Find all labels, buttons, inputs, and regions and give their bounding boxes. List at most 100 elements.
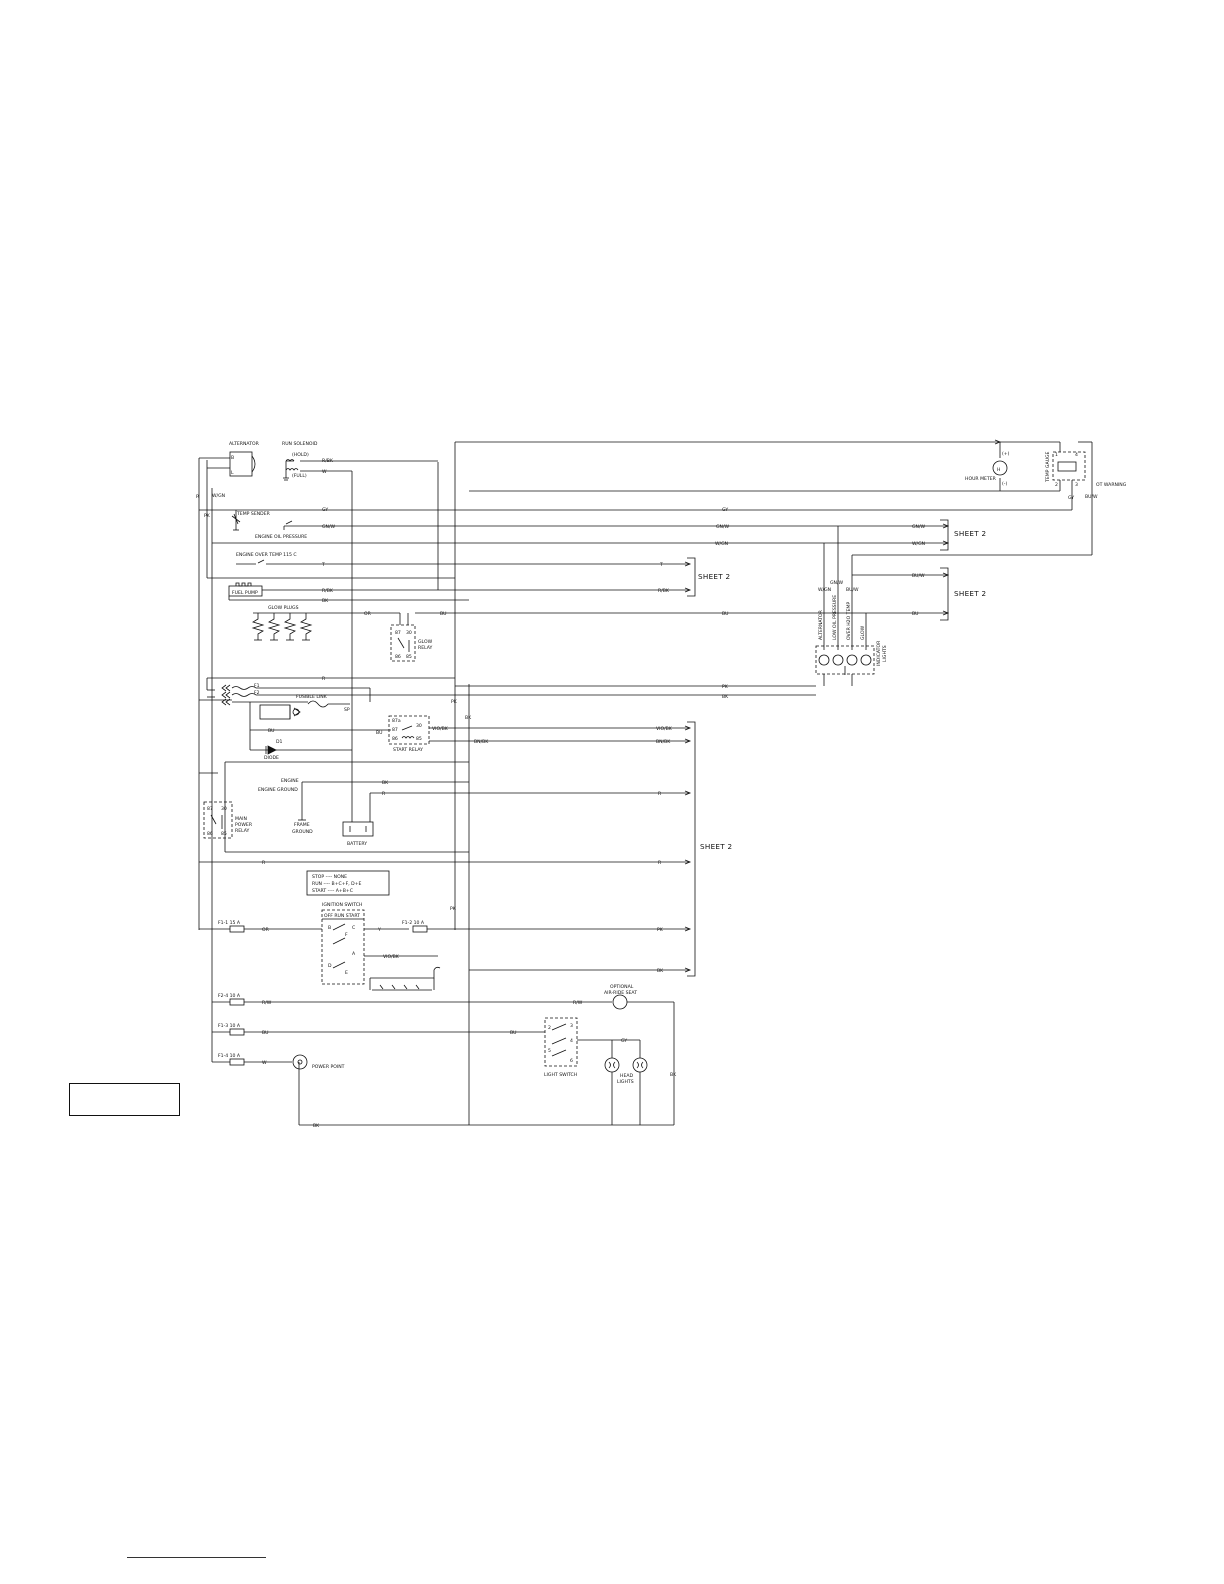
hour-meter: H (+) (-) HOUR METER	[965, 451, 1010, 487]
temp-sender-label: TEMP SENDER	[236, 511, 271, 517]
fusible-link-label: FUSIBLE LINK	[296, 694, 328, 700]
hour-meter-symbol: H	[997, 467, 1000, 473]
wire-label-gn-w-ind: GN/W	[830, 580, 844, 586]
svg-text:86: 86	[207, 831, 213, 837]
svg-text:6: 6	[570, 1058, 573, 1064]
wire-label-pk-left: PK	[204, 513, 211, 519]
engine-over-temp-label: ENGINE OVER TEMP 115 C	[236, 552, 297, 558]
ign-term-b: B	[328, 925, 331, 931]
sheet-2-references: SHEET 2 SHEET 2 SHEET 2 SHEET 2	[687, 519, 986, 977]
sheet-2-label-3: SHEET 2	[698, 572, 730, 581]
head-lights-2: LIGHTS	[617, 1079, 634, 1085]
wire-label-or-ign: OR	[262, 927, 270, 933]
svg-text:30: 30	[406, 630, 412, 636]
glow-relay: 87 30 86 85 GLOW RELAY BU BU BU	[390, 611, 948, 662]
wire-label-vio-bk-right: VIO/BK	[656, 726, 673, 732]
engine-oil-pressure-label: ENGINE OIL PRESSURE	[255, 534, 307, 540]
wire-label-bu-start2: BU	[376, 730, 383, 736]
wire-label-bu-w-ind: BU/W	[846, 587, 859, 593]
wire-label-bn-bk-right: BN/BK	[656, 739, 671, 745]
start-relay-87a: 87a	[392, 718, 401, 724]
light-switch: F1-3 10 A BU BU 2 5 3 4 6 LIGHT SWITCH G…	[212, 1017, 648, 1125]
wire-label-vio-bk-left: VIO/BK	[432, 726, 449, 732]
svg-text:1: 1	[1055, 452, 1058, 458]
fuse-label-f1: F1	[254, 683, 260, 689]
glow-plugs: GLOW PLUGS OR	[251, 605, 400, 641]
wire-label-bu-light-left: BU	[262, 1030, 269, 1036]
battery-label: BATTERY	[347, 841, 367, 847]
wire-label-bu-w-top: BU/W	[1085, 494, 1098, 500]
wire-label-bu-light-right: BU	[510, 1030, 517, 1036]
sheet-2-label-2: SHEET 2	[954, 589, 986, 598]
wire-label-r-bk-hold: R/BK	[322, 458, 334, 464]
fuel-pump-label: FUEL PUMP	[232, 590, 258, 596]
run-solenoid-full: (FULL)	[292, 473, 307, 479]
wire-label-w-power: W	[262, 1060, 267, 1066]
air-ride-seat: F2-4 10 A R/W R/W OPTIONAL AIR-RIDE SEAT	[212, 984, 674, 1010]
wire-label-y: Y	[377, 927, 381, 933]
engine-label: ENGINE	[281, 778, 299, 784]
wire-label-r-relay: R	[262, 860, 266, 866]
wire-label-bu-start: BU	[268, 728, 275, 734]
svg-text:85: 85	[406, 654, 412, 660]
wire-label-t-right: T	[659, 562, 663, 568]
wire-label-or-glow: OR	[364, 611, 372, 617]
state-stop: STOP ---- NONE	[312, 874, 347, 880]
indicator-label-1: INDICATOR	[876, 640, 882, 666]
wire-label-bu-glow: BU	[440, 611, 447, 617]
wire-label-bu-right: BU	[912, 611, 919, 617]
sheet-2-label-4: SHEET 2	[700, 842, 732, 851]
wire-label-bu-w-right: BU/W	[912, 573, 925, 579]
diode-d1: D1	[276, 739, 283, 745]
sheet-2-label-1: SHEET 2	[954, 529, 986, 538]
ign-term-a: A	[352, 951, 356, 957]
wire-label-r-relay-right: R	[658, 860, 662, 866]
svg-text:2: 2	[1055, 482, 1058, 488]
wire-label-w-gn-left: W/GN	[212, 493, 225, 499]
wire-label-w-gn-right: W/GN	[912, 541, 925, 547]
wire-label-bk-right-vert: BK	[670, 1072, 677, 1078]
wire-label-r-battery: R	[382, 791, 386, 797]
ignition-switch-label: IGNITION SWITCH	[322, 902, 362, 908]
starter-section: R F1 F2 PK BK FUSIBLE LINK SP BU BU	[199, 676, 816, 750]
wire-label-gy-gauge: GY	[1068, 495, 1074, 501]
temp-gauge-label: TEMP GAUGE	[1045, 451, 1051, 483]
start-relay-30: 30	[416, 723, 422, 729]
glow-relay-label-2: RELAY	[418, 645, 433, 651]
sensors: GY GY TEMP SENDER ENGINE OIL PRESSURE GN…	[199, 507, 1072, 604]
top-wiring	[455, 441, 1093, 650]
wire-label-gy-left: GY	[322, 507, 328, 513]
diode: D1 DIODE	[250, 732, 353, 822]
fuse-label-f2: F2	[254, 690, 260, 696]
wire-label-pk-ign-right: PK	[657, 927, 664, 933]
start-relay-86: 86	[392, 736, 398, 742]
power-point-label: POWER POINT	[312, 1064, 345, 1070]
ign-term-e: E	[345, 970, 348, 976]
glow-relay-label-1: GLOW	[418, 639, 433, 645]
wire-label-w-gn-mid: W/GN	[715, 541, 728, 547]
svg-text:3: 3	[1075, 482, 1078, 488]
temp-gauge: 1 4 2 3 TEMP GAUGE OT WARNING BU/W GY	[1045, 451, 1127, 501]
ot-warning-label: OT WARNING	[1096, 482, 1127, 488]
start-relay: 87a 87 30 86 85 START RELAY VIO/BK VIO/B…	[388, 715, 690, 753]
wire-label-bk-ign-right: BK	[657, 968, 664, 974]
head-lights-1: HEAD	[620, 1073, 633, 1079]
fuse-row: F1-1 15 A OR F1-2 10 A PK PK PK BK BK	[199, 699, 690, 991]
engine-battery: ENGINE ENGINE GROUND FRAME GROUND BK R R…	[224, 761, 690, 853]
wire-label-r-bk-fuel: R/BK	[322, 588, 334, 594]
svg-text:2: 2	[548, 1025, 551, 1031]
indicator-lights: BU/W GN/W W/GN BU/W ALTERNATOR LOW OIL P…	[815, 526, 948, 686]
light-switch-label: LIGHT SWITCH	[544, 1072, 577, 1078]
run-solenoid: RUN SOLENOID (HOLD) (FULL) R/BK W	[282, 441, 438, 481]
frame-ground-1: FRAME	[294, 822, 310, 828]
indicator-label-2: LIGHTS	[882, 645, 888, 662]
hour-meter-plus: (+)	[1002, 451, 1010, 457]
fuse-f1-2: F1-2 10 A	[402, 920, 425, 926]
wire-label-pk-vert-top: PK	[451, 699, 458, 705]
optional-label-1: OPTIONAL	[610, 984, 634, 990]
empty-title-box	[69, 1083, 180, 1116]
power-bus-verticals	[198, 442, 675, 1125]
switch-state-table: STOP ---- NONE RUN ---- B+C+F, D+E START…	[306, 870, 390, 896]
svg-text:L: L	[231, 470, 234, 476]
wire-label-w-full: W	[322, 469, 327, 475]
